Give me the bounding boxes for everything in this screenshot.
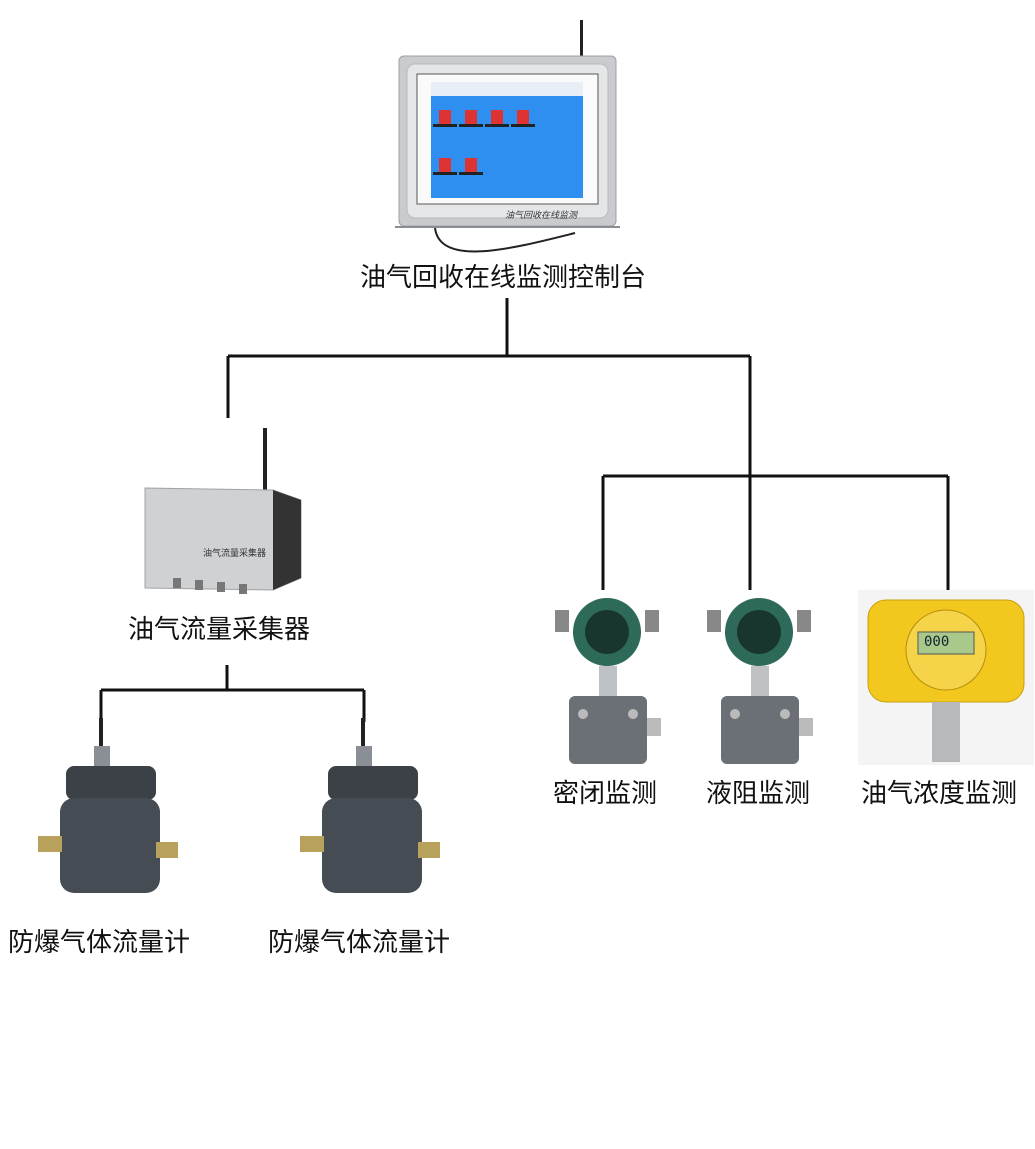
touch-panel-console-icon xyxy=(395,20,620,253)
collector-device: 油气流量采集器 xyxy=(143,428,303,603)
flowmeter-1-label: 防爆气体流量计 xyxy=(8,928,191,958)
sensor-vapor-concentration-label: 油气浓度监测 xyxy=(861,779,1018,809)
explosion-proof-flowmeter-icon xyxy=(38,718,178,893)
pressure-transmitter-icon xyxy=(707,598,813,764)
flowmeter-2 xyxy=(300,718,440,908)
sensor-sealing-label: 密闭监测 xyxy=(553,779,658,809)
flowmeter-1 xyxy=(38,718,178,908)
flowmeter-2-label: 防爆气体流量计 xyxy=(268,928,451,958)
sensor-liquid-resistance-label: 液阻监测 xyxy=(706,779,811,809)
console-label: 油气回收在线监测控制台 xyxy=(360,263,647,293)
console-bezel-text: 油气回收在线监测 xyxy=(505,211,578,221)
explosion-proof-flowmeter-icon xyxy=(300,718,440,893)
collector-label: 油气流量采集器 xyxy=(128,615,311,645)
sensor-liquid-resistance xyxy=(707,596,815,771)
pressure-transmitter-icon xyxy=(555,598,661,764)
gas-detector-icon xyxy=(858,590,1034,765)
collector-box-text: 油气流量采集器 xyxy=(203,549,267,559)
sensor-vapor-concentration: 000 xyxy=(858,590,1034,765)
data-collector-box-icon xyxy=(144,428,302,594)
console-device: 油气回收在线监测 xyxy=(395,18,620,268)
gas-detector-display: 000 xyxy=(924,634,950,650)
sensor-sealing xyxy=(555,596,663,771)
